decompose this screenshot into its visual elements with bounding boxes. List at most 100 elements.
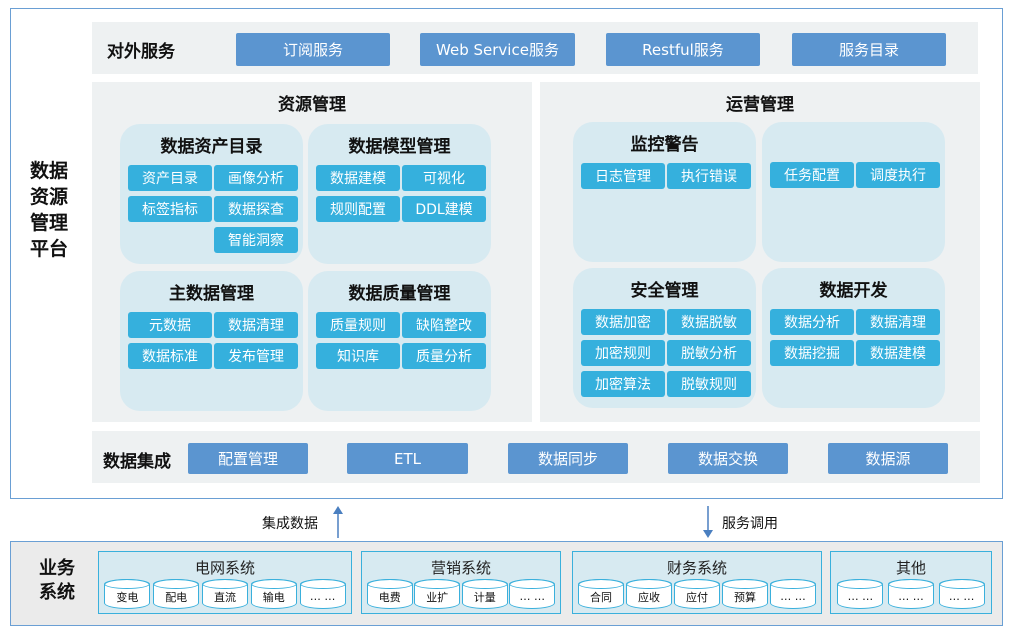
business-system-title: 电网系统 xyxy=(194,559,255,577)
feature-button[interactable]: 可视化 xyxy=(402,165,486,191)
database-list: … …… …… … xyxy=(831,579,991,609)
feature-button[interactable]: 执行错误 xyxy=(667,163,751,189)
business-system-title: 营销系统 xyxy=(430,559,491,577)
feature-button[interactable]: 数据挖掘 xyxy=(770,340,854,366)
database-icon: 合同 xyxy=(578,579,624,609)
business-system: 电网系统变电配电直流输电… … xyxy=(98,551,352,614)
database-icon: 计量 xyxy=(461,579,508,609)
card: 数据资产目录资产目录画像分析标签指标数据探查智能洞察 xyxy=(120,124,303,264)
feature-button[interactable]: 脱敏分析 xyxy=(667,340,751,366)
resource-management-title: 资源管理 xyxy=(278,95,346,115)
feature-button[interactable]: DDL建模 xyxy=(402,196,486,222)
label-line: 数据 xyxy=(29,160,68,182)
feature-button[interactable]: 数据分析 xyxy=(770,309,854,335)
database-icon: 输电 xyxy=(250,579,297,609)
service-button[interactable]: 订阅服务 xyxy=(236,33,390,66)
feature-button[interactable]: 调度执行 xyxy=(856,162,940,188)
label-line: 平台 xyxy=(29,238,68,260)
card: 数据开发数据分析数据清理数据挖掘数据建模 xyxy=(762,268,945,408)
feature-button[interactable]: 加密算法 xyxy=(581,371,665,397)
feature-button[interactable]: 数据建模 xyxy=(856,340,940,366)
database-icon: 应收 xyxy=(626,579,672,609)
feature-button[interactable]: 数据脱敏 xyxy=(667,309,751,335)
card: 主数据管理元数据数据清理数据标准发布管理 xyxy=(120,271,303,411)
data-integration-title: 数据集成 xyxy=(103,452,171,472)
service-call-label: 服务调用 xyxy=(722,516,778,532)
feature-button[interactable]: 缺陷整改 xyxy=(402,312,486,338)
card-items: 质量规则缺陷整改知识库质量分析 xyxy=(316,312,486,369)
database-icon: … … xyxy=(938,579,985,609)
service-button[interactable]: Web Service服务 xyxy=(420,33,575,66)
card-title: 安全管理 xyxy=(630,281,699,301)
label-line: 系统 xyxy=(39,582,75,603)
arrow-down-icon xyxy=(703,506,713,538)
business-system: 财务系统合同应收应付预算… … xyxy=(572,551,822,614)
feature-button[interactable]: 数据探查 xyxy=(214,196,298,222)
feature-button[interactable]: 元数据 xyxy=(128,312,212,338)
integration-button[interactable]: ETL xyxy=(347,443,468,474)
business-system: 营销系统电费业扩计量… … xyxy=(361,551,561,614)
integration-button[interactable]: 数据源 xyxy=(828,443,948,474)
card: 监控警告日志管理执行错误 xyxy=(573,122,756,262)
feature-button[interactable]: 智能洞察 xyxy=(214,227,298,253)
feature-button[interactable]: 标签指标 xyxy=(128,196,212,222)
feature-button[interactable]: 任务配置 xyxy=(770,162,854,188)
card-title: 数据模型管理 xyxy=(348,137,451,157)
feature-button[interactable]: 数据标准 xyxy=(128,343,212,369)
integration-button[interactable]: 数据同步 xyxy=(508,443,628,474)
database-icon: 预算 xyxy=(722,579,768,609)
database-icon: 业扩 xyxy=(414,579,461,609)
integration-button[interactable]: 数据交换 xyxy=(668,443,788,474)
card: 任务配置调度执行 xyxy=(762,122,945,262)
database-list: 合同应收应付预算… … xyxy=(573,579,821,609)
database-icon: 变电 xyxy=(104,579,151,609)
external-services-row: 对外服务 订阅服务 Web Service服务 Restful服务 服务目录 xyxy=(92,22,978,74)
database-list: 电费业扩计量… … xyxy=(362,579,560,609)
feature-button[interactable]: 数据清理 xyxy=(214,312,298,338)
feature-button[interactable]: 知识库 xyxy=(316,343,400,369)
feature-button[interactable]: 加密规则 xyxy=(581,340,665,366)
card-title: 主数据管理 xyxy=(169,284,254,304)
card-items: 数据加密数据脱敏加密规则脱敏分析加密算法脱敏规则 xyxy=(581,309,751,397)
feature-button[interactable]: 数据加密 xyxy=(581,309,665,335)
database-icon: … … xyxy=(887,579,934,609)
database-icon: 配电 xyxy=(153,579,200,609)
database-icon: … … xyxy=(837,579,884,609)
business-system-title: 其他 xyxy=(895,559,926,577)
arrow-up-icon xyxy=(333,506,343,538)
card: 安全管理数据加密数据脱敏加密规则脱敏分析加密算法脱敏规则 xyxy=(573,268,756,408)
card-title: 数据质量管理 xyxy=(348,284,451,304)
database-icon: 应付 xyxy=(674,579,720,609)
card-items: 数据分析数据清理数据挖掘数据建模 xyxy=(770,309,940,366)
feature-button[interactable]: 发布管理 xyxy=(214,343,298,369)
card-title: 数据资产目录 xyxy=(160,137,263,157)
feature-button[interactable]: 数据清理 xyxy=(856,309,940,335)
label-line: 业务 xyxy=(39,558,75,579)
database-icon: … … xyxy=(509,579,556,609)
feature-button[interactable]: 质量分析 xyxy=(402,343,486,369)
card-items: 日志管理执行错误 xyxy=(581,163,751,189)
business-system: 其他… …… …… … xyxy=(830,551,992,614)
label-line: 资源 xyxy=(29,186,68,208)
card-items: 资产目录画像分析标签指标数据探查智能洞察 xyxy=(128,165,298,253)
feature-button[interactable]: 资产目录 xyxy=(128,165,212,191)
integration-button[interactable]: 配置管理 xyxy=(188,443,308,474)
feature-button[interactable]: 规则配置 xyxy=(316,196,400,222)
feature-button[interactable]: 脱敏规则 xyxy=(667,371,751,397)
feature-button[interactable]: 画像分析 xyxy=(214,165,298,191)
data-integration-row: 数据集成 配置管理 ETL 数据同步 数据交换 数据源 xyxy=(92,431,980,483)
platform-label: 数据 资源 管理 平台 xyxy=(26,158,72,262)
feature-button[interactable]: 质量规则 xyxy=(316,312,400,338)
integrate-data-label: 集成数据 xyxy=(262,516,318,532)
feature-button[interactable]: 日志管理 xyxy=(581,163,665,189)
database-icon: … … xyxy=(299,579,346,609)
database-icon: 电费 xyxy=(366,579,413,609)
service-button[interactable]: Restful服务 xyxy=(606,33,760,66)
service-button[interactable]: 服务目录 xyxy=(792,33,946,66)
database-list: 变电配电直流输电… … xyxy=(99,579,351,609)
platform-frame xyxy=(10,8,1003,499)
feature-button[interactable]: 数据建模 xyxy=(316,165,400,191)
card-title: 数据开发 xyxy=(819,281,888,301)
